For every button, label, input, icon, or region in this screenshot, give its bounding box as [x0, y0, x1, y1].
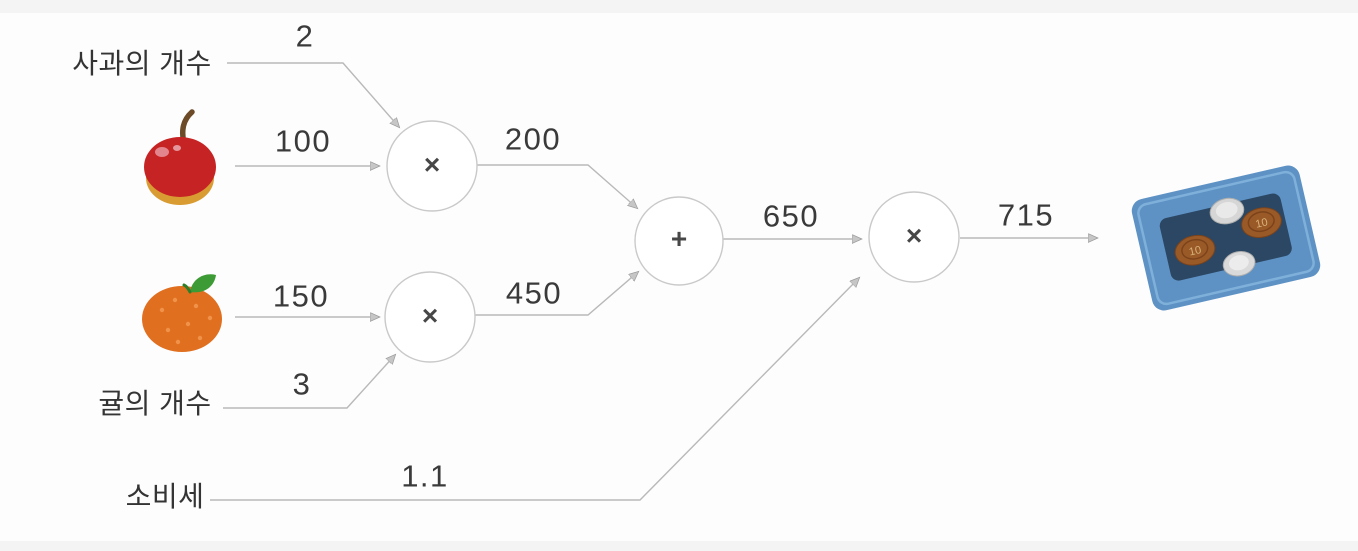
edge-tangerine-subtotal [475, 272, 638, 316]
edge-apple-count [227, 62, 399, 127]
final-total-value: 715 [997, 197, 1055, 233]
apple-subtotal-value: 200 [504, 121, 562, 157]
apple-count-value: 2 [295, 18, 315, 54]
edge-lines [210, 62, 1097, 501]
tangerine-count-label: 귤의 개수 [98, 388, 212, 419]
apple-icon [144, 109, 216, 205]
apple-price-value: 100 [274, 123, 332, 159]
tax-value: 1.1 [401, 458, 449, 494]
tangerine-count-value: 3 [292, 366, 312, 402]
pretax-total-value: 650 [762, 198, 820, 234]
add-symbol: + [670, 223, 688, 254]
multiply-node-tangerine [384, 271, 476, 363]
coin-tray-icon: 10 10 [1131, 165, 1321, 311]
multiply-symbol-apple: × [423, 149, 441, 180]
coin-label: 10 [1188, 244, 1203, 258]
coin-label: 10 [1254, 216, 1269, 230]
apple-count-label: 사과의 개수 [72, 48, 212, 79]
tangerine-icon [142, 274, 222, 352]
tangerine-subtotal-value: 450 [505, 275, 563, 311]
edge-apple-subtotal [477, 164, 637, 208]
multiply-node-apple [386, 120, 478, 212]
tangerine-price-value: 150 [272, 278, 330, 314]
multiply-symbol-tax: × [905, 220, 923, 251]
add-node [634, 196, 724, 286]
tax-label: 소비세 [125, 481, 205, 512]
op-nodes [384, 120, 960, 363]
edge-tax [210, 278, 859, 501]
multiply-node-tax [868, 191, 960, 283]
page-edge-bottom [0, 541, 1358, 551]
multiply-symbol-tangerine: × [421, 300, 439, 331]
edge-tangerine-count [223, 355, 395, 409]
page-edge-top [0, 0, 1358, 13]
